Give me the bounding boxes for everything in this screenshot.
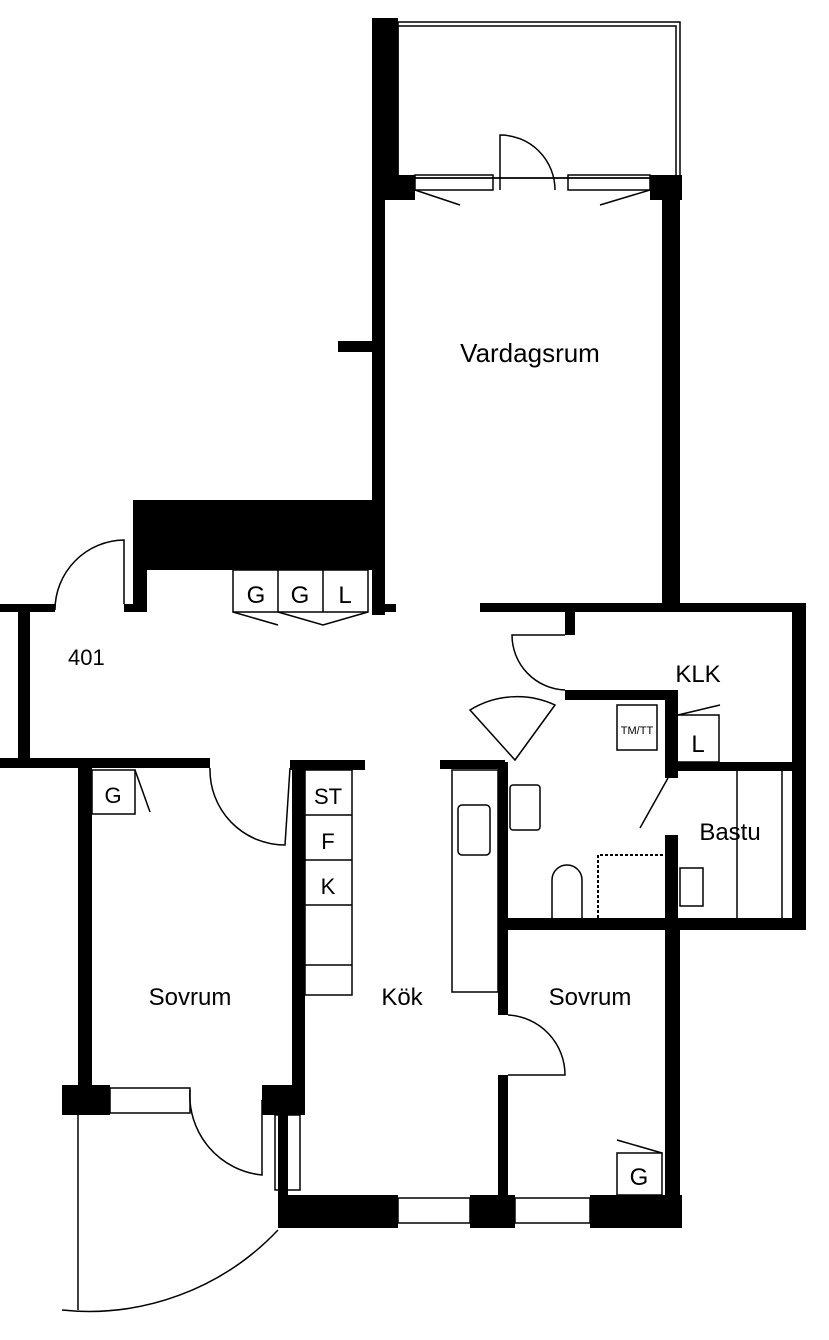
room-label-bedroom-left: Sovrum — [149, 984, 232, 1011]
labels: Vardagsrum 401 KLK Bastu Sovrum Kök Sovr… — [68, 338, 761, 1191]
closet-label: G — [104, 783, 121, 808]
closet-label: L — [691, 731, 704, 758]
kitchen-unit-label: K — [321, 874, 336, 899]
room-label-kitchen: Kök — [381, 984, 423, 1011]
balcony — [397, 21, 681, 179]
closet-label: L — [338, 582, 351, 609]
doors-windows — [54, 134, 669, 1313]
room-label-bedroom-right: Sovrum — [549, 984, 632, 1011]
kitchen-unit-label: F — [321, 829, 334, 854]
fixtures — [91, 569, 783, 1196]
room-label-klk: KLK — [675, 661, 720, 688]
closet-label: G — [247, 582, 266, 609]
closet-label: G — [630, 1164, 649, 1191]
room-label-sauna: Bastu — [699, 819, 760, 846]
unit-number: 401 — [68, 645, 105, 670]
kitchen-unit-label: ST — [314, 784, 342, 809]
room-label-living-room: Vardagsrum — [460, 338, 600, 368]
tm-tt-label: TM/TT — [621, 725, 654, 737]
closet-label: G — [291, 582, 310, 609]
walls — [0, 18, 806, 1228]
